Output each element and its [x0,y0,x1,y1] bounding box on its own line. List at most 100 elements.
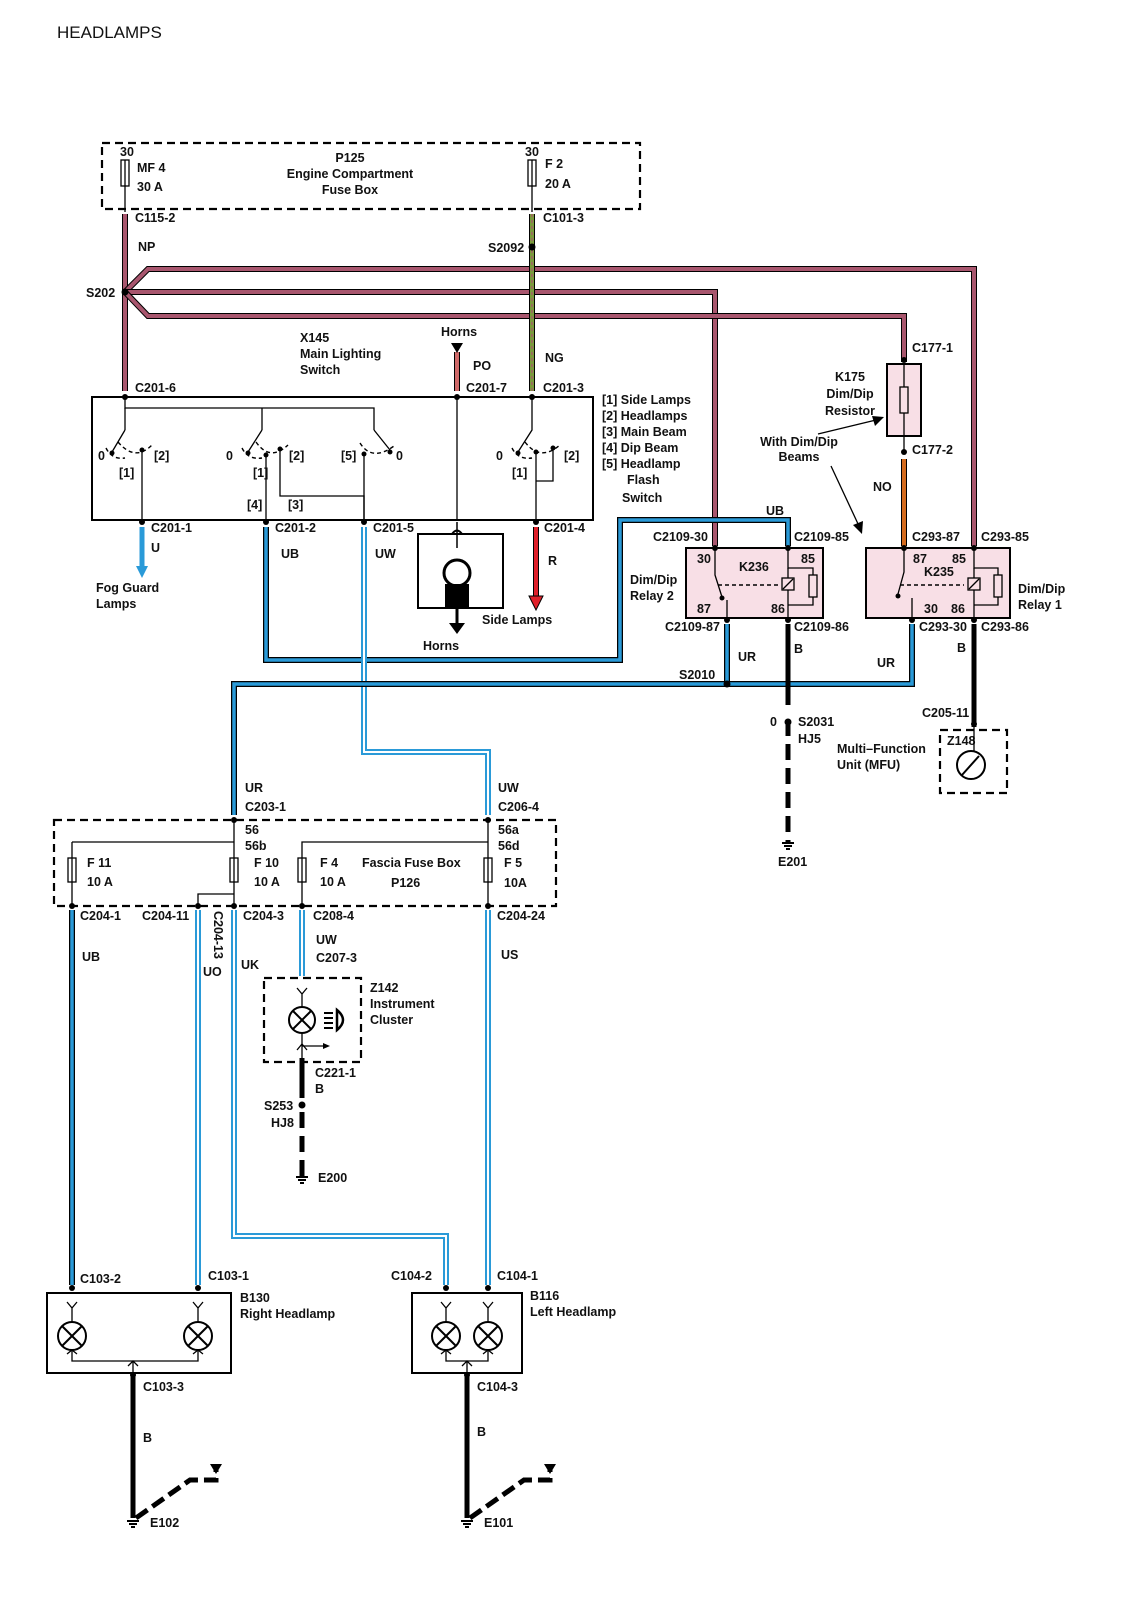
svg-text:Flash: Flash [627,473,660,487]
svg-text:30: 30 [120,145,134,159]
svg-text:[5] Headlamp: [5] Headlamp [602,457,681,471]
svg-text:C293-87: C293-87 [912,530,960,544]
label-ur-relay2: UR [738,650,756,664]
svg-text:56d: 56d [498,839,520,853]
label-ur-fascia: UR [245,781,263,795]
label-b-relay1: B [957,641,966,655]
label-b130: B130 [240,1291,270,1305]
label-left-headlamp: Left Headlamp [530,1305,616,1319]
label-r: R [548,554,557,568]
label-ub-top: UB [766,504,784,518]
svg-text:Resistor: Resistor [825,404,875,418]
label-np: NP [138,240,155,254]
svg-text:[5]: [5] [341,449,356,463]
svg-text:Lamps: Lamps [96,597,136,611]
svg-text:NO: NO [873,480,892,494]
label-uw: UW [375,547,396,561]
label-zero: 0 [770,715,777,729]
dim-dip-resistor-k175: C177-1 K175 Dim/Dip Resistor C177-2 NO [825,341,953,494]
wire-r [528,527,544,612]
label-c104-3: C104-3 [477,1380,518,1394]
svg-text:[4] Dip Beam: [4] Dip Beam [602,441,678,455]
ground-e200-symbol [296,1176,308,1184]
svg-text:20 A: 20 A [545,177,571,191]
wire-np [122,214,977,546]
svg-text:C205-11: C205-11 [922,706,969,720]
fascia-fuse-box: 56 56b 56a 56d F 11 10 A F 10 10 A F 4 1… [52,817,558,909]
svg-text:Z148: Z148 [947,734,976,748]
svg-text:Dim/Dip: Dim/Dip [1018,582,1066,596]
svg-text:10A: 10A [504,876,527,890]
svg-text:F 10: F 10 [254,856,279,870]
svg-text:P125: P125 [335,151,364,165]
label-c201-2: C201-2 [275,521,316,535]
label-c103-3: C103-3 [143,1380,184,1394]
label-right-headlamp: Right Headlamp [240,1307,336,1321]
label-ub-right: UB [82,950,100,964]
label-b116: B116 [530,1289,559,1303]
svg-text:Relay 2: Relay 2 [630,589,674,603]
label-hj8: HJ8 [271,1116,294,1130]
svg-text:[1]: [1] [512,466,527,480]
label-b-cluster: B [315,1082,324,1096]
label-c204-13: C204-13 [211,911,225,959]
ground-e101-symbol [461,1520,473,1528]
label-c201-5: C201-5 [373,521,414,535]
svg-text:[2]: [2] [154,449,169,463]
horn-symbol [417,522,504,634]
splice-s253 [298,1101,306,1109]
wire-uw-main [361,527,491,815]
wire-u-fog [136,527,148,578]
with-dim-dip-note: With Dim/Dip Beams [760,416,884,534]
svg-text:[1] Side Lamps: [1] Side Lamps [602,393,691,407]
svg-text:Engine Compartment: Engine Compartment [287,167,414,181]
svg-text:0: 0 [226,449,233,463]
wire-ur [231,624,915,815]
svg-text:C201-3: C201-3 [543,381,584,395]
svg-text:Beams: Beams [779,450,820,464]
label-c101-3: C101-3 [543,211,584,225]
svg-text:C201-7: C201-7 [466,381,507,395]
svg-text:30: 30 [525,145,539,159]
label-b-e102: B [143,1431,152,1445]
label-ur-relay1: UR [877,656,895,670]
connector-symbol-e101 [544,1464,556,1474]
svg-text:Fascia Fuse Box: Fascia Fuse Box [362,856,461,870]
label-c203-1: C203-1 [245,800,286,814]
svg-text:85: 85 [801,552,815,566]
svg-text:56a: 56a [498,823,520,837]
label-uk: UK [241,958,259,972]
main-lighting-switch: X145 Main Lighting Switch Horns PO NG C2… [91,325,594,525]
engine-fuse-box: 30 MF 4 30 A P125 Engine Compartment Fus… [100,141,642,212]
diagram-title: HEADLAMPS [57,23,162,42]
svg-text:Fuse Box: Fuse Box [322,183,378,197]
ground-e102-symbol [127,1520,139,1528]
label-horns-top: Horns [441,325,477,339]
svg-text:X145: X145 [300,331,329,345]
svg-text:[2] Headlamps: [2] Headlamps [602,409,687,423]
svg-text:Dim/Dip: Dim/Dip [826,387,874,401]
svg-text:10 A: 10 A [254,875,280,889]
label-hj5: HJ5 [798,732,821,746]
svg-text:10 A: 10 A [87,875,113,889]
splice-s2010 [723,680,731,688]
svg-text:F 11: F 11 [87,856,111,870]
label-uw-fascia: UW [498,781,519,795]
svg-text:0: 0 [396,449,403,463]
label-c221-1: C221-1 [315,1066,356,1080]
svg-text:Z142: Z142 [370,981,399,995]
svg-text:30: 30 [924,602,938,616]
svg-text:86: 86 [771,602,785,616]
svg-text:10 A: 10 A [320,875,346,889]
label-c201-1: C201-1 [151,521,192,535]
svg-text:C293-30: C293-30 [919,620,967,634]
label-c103-2: C103-2 [80,1272,121,1286]
wire-ub-main [263,517,791,663]
label-c204-11: C204-11 [142,909,189,923]
label-fog-guard: Fog Guard [96,581,159,595]
splice-s2092 [528,243,536,251]
svg-text:87: 87 [913,552,927,566]
svg-text:[2]: [2] [564,449,579,463]
svg-text:C201-6: C201-6 [135,381,176,395]
